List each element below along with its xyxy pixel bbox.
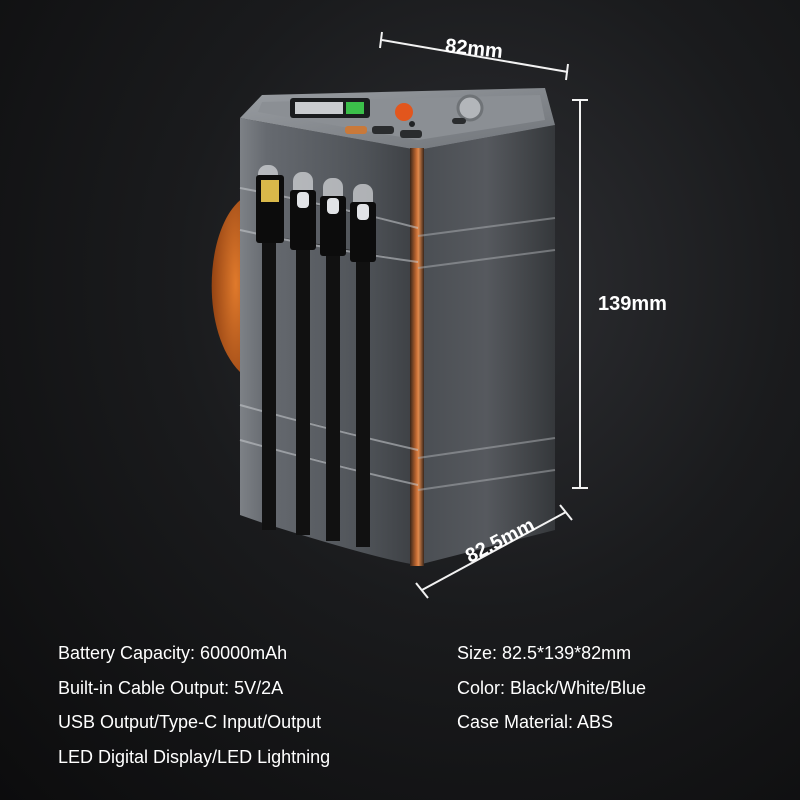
spec-battery-capacity: Battery Capacity: 60000mAh [58,643,288,663]
dimension-lines [379,31,588,599]
spec-size: Size: 82.5*139*82mm [457,643,632,663]
side-grooves [417,217,556,491]
flashlight-lens [456,94,484,122]
spec-list-left: Battery Capacity: 60000mAh Built-in Cabl… [58,636,330,774]
orange-corner-edge [410,148,424,566]
connector-tips [261,180,369,220]
spec-led-display: LED Digital Display/LED Lightning [58,746,331,767]
strap [211,196,246,372]
spec-usb-typec: USB Output/Type-C Input/Output [58,712,322,732]
power-button [395,103,413,121]
height-dimension-label: 139mm [598,293,667,315]
spec-case-material: Case Material: ABS [457,712,614,732]
built-in-cables [262,180,370,547]
spec-cable-output: Built-in Cable Output: 5V/2A [58,677,284,698]
spec-color: Color: Black/White/Blue [457,677,647,698]
side-face [418,125,555,565]
spec-list-right: Size: 82.5*139*82mm Color: Black/White/B… [457,636,646,740]
